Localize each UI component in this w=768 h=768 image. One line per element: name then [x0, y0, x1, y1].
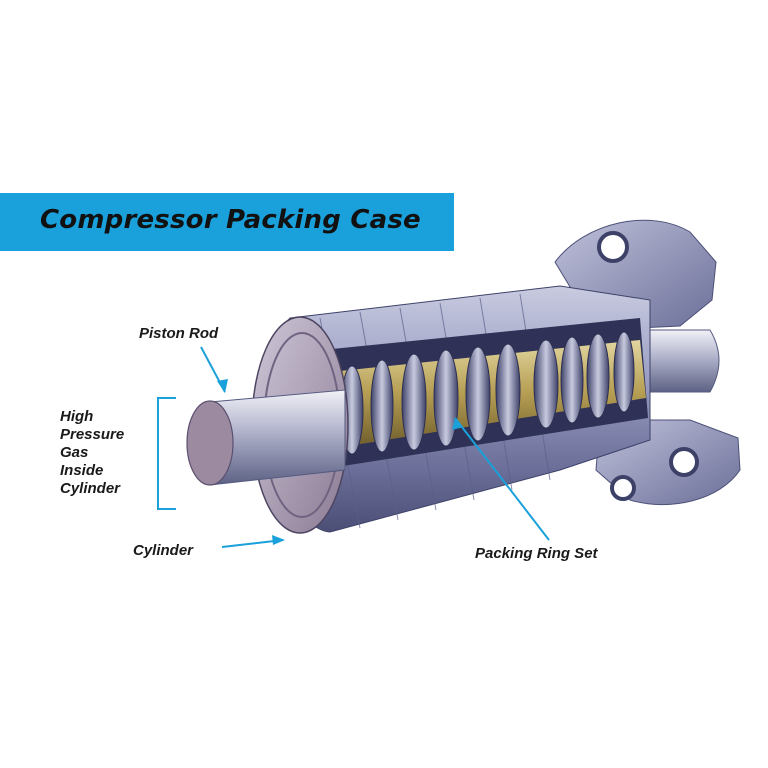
cutaway-interior: [322, 318, 648, 468]
label-line: Inside: [60, 462, 104, 479]
piston-rod-arrowhead: [217, 379, 228, 393]
flange-bolt-hole: [597, 231, 629, 263]
label-cylinder: Cylinder: [133, 542, 194, 559]
piston-rod-rear: [639, 329, 720, 393]
label-line: Cylinder: [60, 480, 121, 497]
flange-bolt-hole: [610, 475, 636, 501]
flange-bolt-hole: [669, 447, 699, 477]
cylinder-arrowhead: [272, 535, 285, 545]
packing-ring-arrow: [454, 417, 550, 541]
piston-rod: [186, 389, 346, 486]
label-high-pressure-gas: High Pressure Gas Inside Cylinder: [60, 408, 124, 498]
label-packing-ring-set: Packing Ring Set: [475, 545, 598, 562]
label-piston-rod: Piston Rod: [139, 325, 219, 342]
callout-lines: [157, 346, 550, 548]
high-pressure-bracket: [157, 397, 176, 510]
label-line: Gas: [60, 444, 89, 461]
title-banner: [0, 193, 454, 251]
packing-ring-arrowhead: [452, 418, 463, 430]
diagram-title: Compressor Packing Case: [40, 205, 421, 235]
label-line: Pressure: [60, 426, 125, 443]
piston-rod-end: [186, 400, 234, 486]
label-line: High: [60, 408, 94, 425]
packing-ring-stack: [340, 331, 635, 455]
